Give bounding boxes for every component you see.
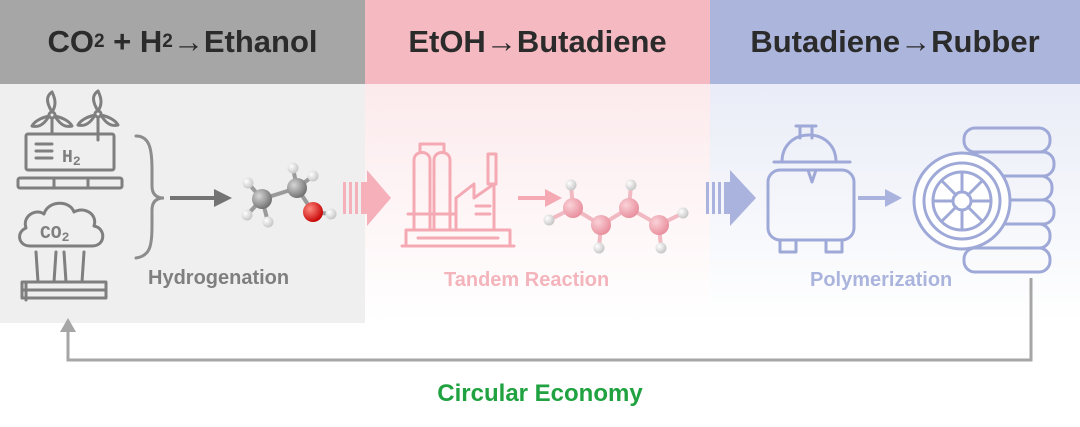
stage-transition-arrow-2 bbox=[706, 170, 756, 226]
hydrogen-atom bbox=[655, 242, 667, 254]
hydrogen-atom bbox=[625, 179, 637, 191]
carbon-atom bbox=[563, 198, 583, 218]
hydrogen-atom bbox=[262, 216, 274, 228]
stage-label-hydrogenation: Hydrogenation bbox=[148, 267, 290, 289]
hydrogen-atom bbox=[593, 242, 605, 254]
header-co: CO bbox=[47, 24, 94, 59]
hydrogen-atom bbox=[241, 209, 253, 221]
carbon-atom bbox=[252, 189, 272, 209]
stage-header-polymerization: Butadiene→Rubber bbox=[710, 0, 1080, 84]
stage-transition-arrow-1 bbox=[343, 170, 391, 226]
rubber-tires-icon bbox=[912, 126, 1056, 274]
header-to-ethanol: →Ethanol bbox=[172, 24, 318, 59]
chemical-plant-icon bbox=[400, 142, 516, 248]
polymerization-reactor-icon bbox=[766, 124, 856, 254]
h2-text: H bbox=[62, 148, 73, 168]
circular-economy-label: Circular Economy bbox=[437, 380, 643, 407]
combine-brace bbox=[134, 134, 165, 260]
hydrogen-atom bbox=[543, 214, 555, 226]
stage-header-tandem: EtOH→Butadiene bbox=[365, 0, 710, 84]
stage-label-tandem-reaction: Tandem Reaction bbox=[444, 269, 610, 291]
h2-subscript: 2 bbox=[73, 154, 81, 169]
wind-turbine-h2-icon bbox=[16, 89, 124, 190]
co2-factory-icon bbox=[18, 201, 108, 302]
hydrogen-atom bbox=[287, 162, 299, 174]
stage-label-polymerization: Polymerization bbox=[810, 269, 953, 291]
header-plus-h: + H bbox=[104, 24, 163, 59]
hydrogen-atom bbox=[242, 177, 254, 189]
hydrogenation-arrow bbox=[170, 189, 232, 207]
carbon-atom bbox=[287, 178, 307, 198]
carbon-atom bbox=[649, 215, 669, 235]
butadiene-molecule bbox=[543, 179, 689, 254]
polymerization-arrow bbox=[858, 189, 902, 207]
oxygen-atom bbox=[303, 202, 323, 222]
co2-subscript: 2 bbox=[62, 230, 70, 245]
ethanol-molecule bbox=[241, 162, 337, 228]
co2-label: CO2 bbox=[40, 224, 70, 245]
h2-label: H2 bbox=[62, 148, 81, 169]
hydrogen-atom bbox=[325, 208, 337, 220]
hydrogen-atom bbox=[565, 179, 577, 191]
co2-text: CO bbox=[40, 224, 62, 244]
hydrogen-atom bbox=[307, 170, 319, 182]
circular-loop-arrow bbox=[60, 278, 1033, 362]
tandem-reaction-arrow bbox=[518, 189, 562, 207]
carbon-atom bbox=[591, 215, 611, 235]
carbon-atom bbox=[619, 198, 639, 218]
hydrogen-atom bbox=[677, 207, 689, 219]
